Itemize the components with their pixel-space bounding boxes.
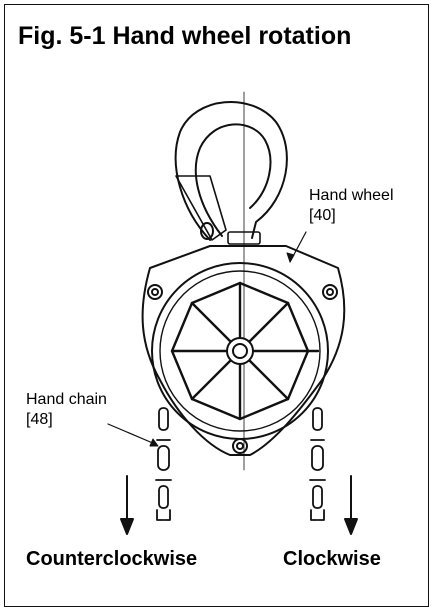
counterclockwise-arrow xyxy=(120,475,134,535)
hand-wheel-outer xyxy=(151,262,329,440)
right-hand-chain xyxy=(309,407,326,521)
hand-chain-leader xyxy=(107,423,156,445)
bolt-tl xyxy=(147,284,163,300)
figure-title: Fig. 5-1 Hand wheel rotation xyxy=(18,22,352,50)
hand-chain-name: Hand chain xyxy=(26,391,107,408)
bolt-bottom xyxy=(232,438,248,454)
hand-chain-ref: [48] xyxy=(26,411,53,428)
hand-wheel-name: Hand wheel xyxy=(309,187,394,204)
bolt-tr xyxy=(322,284,338,300)
counterclockwise-label: Counterclockwise xyxy=(26,548,198,570)
hook xyxy=(174,101,288,245)
clockwise-arrow xyxy=(344,475,358,535)
housing xyxy=(141,245,346,456)
hand-wheel-ref: [40] xyxy=(309,207,336,224)
left-hand-chain xyxy=(155,407,172,521)
clockwise-label: Clockwise xyxy=(283,548,381,570)
hand-chain-callout: Hand chain [48] xyxy=(26,390,107,430)
hand-wheel-callout: Hand wheel [40] xyxy=(309,186,394,226)
